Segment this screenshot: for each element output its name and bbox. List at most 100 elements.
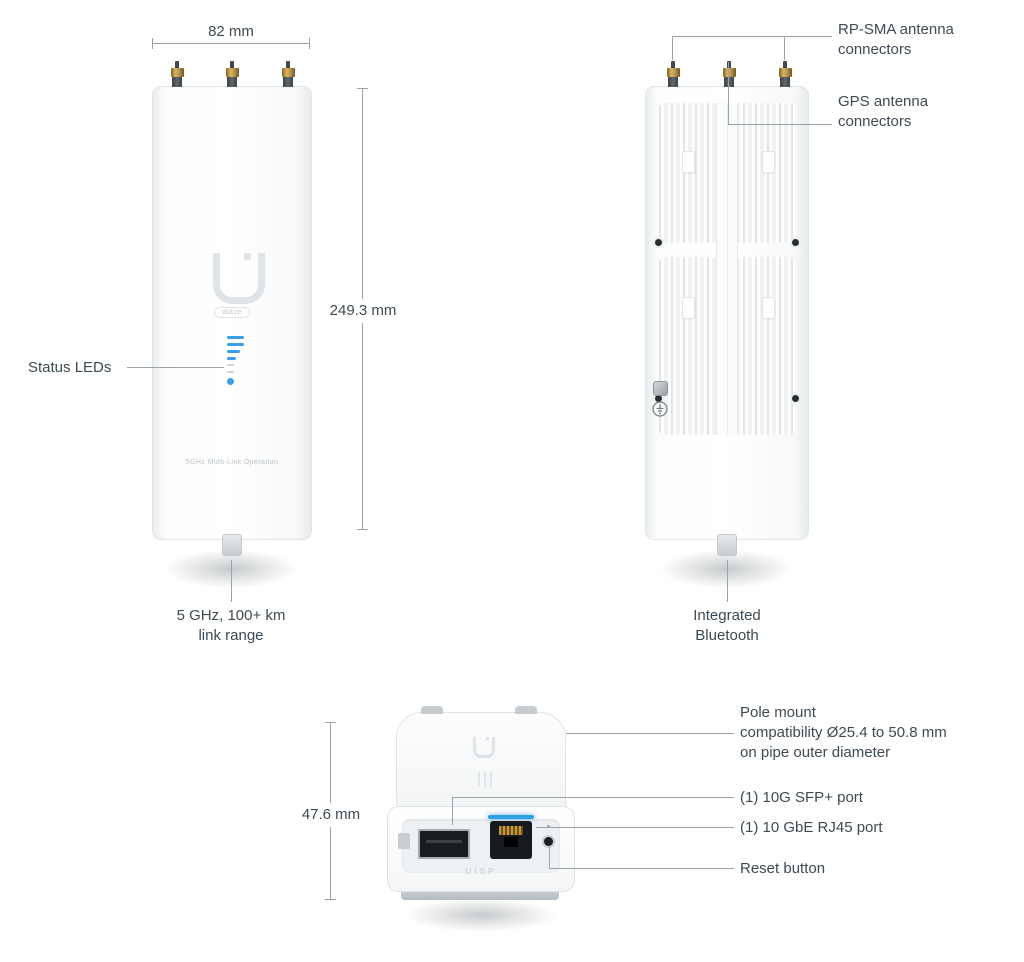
vent-line xyxy=(484,771,486,787)
sfp-label: (1) 10G SFP+ port xyxy=(740,789,863,806)
dim-tick xyxy=(325,899,336,900)
port-led-strip xyxy=(488,815,534,819)
fin-clip xyxy=(682,151,695,173)
antenna-tip xyxy=(175,61,179,68)
antenna-base xyxy=(283,77,293,87)
vent-grooves xyxy=(478,771,492,787)
rpsma-callout-line xyxy=(672,36,673,60)
rj45-callout-line xyxy=(536,827,734,828)
led-dot xyxy=(227,378,234,385)
front-caption: 5 GHz, 100+ km link range xyxy=(176,607,286,644)
rpsma-connector-icon xyxy=(281,61,295,87)
sfp-port xyxy=(418,829,470,859)
antenna-nut xyxy=(722,68,736,77)
front-height-dim-label: 249.3 mm xyxy=(325,299,401,323)
front-width-dim-label: 82 mm xyxy=(208,23,254,40)
antenna-tip xyxy=(230,61,234,68)
status-led-indicator xyxy=(227,336,245,385)
logo-dot xyxy=(244,253,251,260)
sfp-latch xyxy=(398,833,410,849)
antenna-base xyxy=(172,77,182,87)
antenna-base xyxy=(668,77,678,87)
led-bar xyxy=(227,350,240,353)
rpsma-label: RP-SMA antenna connectors xyxy=(838,21,954,58)
dim-tick xyxy=(325,722,336,723)
gps-callout-line xyxy=(728,62,729,124)
antenna-nut xyxy=(281,68,295,77)
rj45-label: (1) 10 GbE RJ45 port xyxy=(740,819,883,836)
antenna-tip xyxy=(671,61,675,68)
bottom-mount-tab xyxy=(717,534,737,556)
antenna-base xyxy=(780,77,790,87)
ubiquiti-logo-icon xyxy=(213,252,265,304)
pole-mount-channel xyxy=(716,103,738,435)
reset-button xyxy=(544,837,553,846)
dim-tick xyxy=(309,38,310,49)
front-width-dim-line xyxy=(152,43,310,44)
reset-led xyxy=(547,825,550,828)
vent-line xyxy=(490,771,492,787)
bottom-view-device: UISP xyxy=(385,706,575,908)
reset-callout-line xyxy=(549,847,550,868)
rpsma-connector-icon xyxy=(225,61,239,87)
led-bar xyxy=(227,357,236,360)
pole-mount-label: Pole mount compatibility Ø25.4 to 50.8 m… xyxy=(740,704,947,761)
uisp-label: UISP xyxy=(465,867,497,876)
logo-u-shape xyxy=(473,737,495,758)
reset-label: Reset button xyxy=(740,860,826,877)
ubiquiti-logo-icon xyxy=(473,736,495,758)
antenna-tip xyxy=(286,61,290,68)
pole-mount-callout-line xyxy=(566,733,734,734)
dim-tick xyxy=(357,529,368,530)
screw-icon xyxy=(792,239,799,246)
rpsma-connector-icon xyxy=(778,61,792,87)
rpsma-callout-line xyxy=(672,36,832,37)
status-leds-label: Status LEDs xyxy=(28,359,112,376)
bottom-mount-tab xyxy=(222,534,242,556)
antenna-tip xyxy=(727,61,731,68)
antenna-mount-bump xyxy=(515,706,537,714)
led-tick xyxy=(227,364,234,366)
dim-tick xyxy=(357,88,368,89)
screw-icon xyxy=(655,395,662,402)
gps-label: GPS antenna connectors xyxy=(838,93,929,130)
antenna-nut xyxy=(666,68,680,77)
status-leds-callout-line xyxy=(127,367,224,368)
vent-line xyxy=(478,771,480,787)
back-view-device xyxy=(645,61,809,556)
gps-callout-line xyxy=(728,124,832,125)
front-caption-line xyxy=(231,560,232,602)
grounding-bolt xyxy=(653,381,668,396)
led-tick xyxy=(227,371,234,373)
antenna-nut xyxy=(225,68,239,77)
back-caption-line xyxy=(727,560,728,602)
antenna-mount-bump xyxy=(421,706,443,714)
rj45-pins xyxy=(499,826,523,835)
port-panel: UISP xyxy=(387,806,575,892)
dim-tick xyxy=(152,38,153,49)
led-bar xyxy=(227,336,244,339)
antenna-nut xyxy=(170,68,184,77)
gps-connector-icon xyxy=(722,61,736,87)
fin-clip xyxy=(762,151,775,173)
screw-icon xyxy=(792,395,799,402)
rpsma-callout-line xyxy=(784,36,785,60)
back-caption: Integrated Bluetooth xyxy=(693,607,761,644)
fin-clip xyxy=(762,297,775,319)
bottom-height-dim-label: 47.6 mm xyxy=(296,803,366,827)
led-bar xyxy=(227,343,244,346)
fin-clip xyxy=(682,297,695,319)
rj45-port xyxy=(490,821,532,859)
reset-callout-line xyxy=(549,868,734,869)
sfp-callout-line xyxy=(452,797,453,825)
antenna-base xyxy=(724,77,734,87)
rj45-slot xyxy=(504,837,518,847)
rpsma-connector-icon xyxy=(666,61,680,87)
logo-dot xyxy=(486,737,489,740)
sfp-callout-line xyxy=(452,797,734,798)
earth-ground-icon xyxy=(652,401,668,422)
front-view-device: Wave 5GHz Multi-Link Operation xyxy=(152,61,312,556)
rpsma-connector-icon xyxy=(170,61,184,87)
